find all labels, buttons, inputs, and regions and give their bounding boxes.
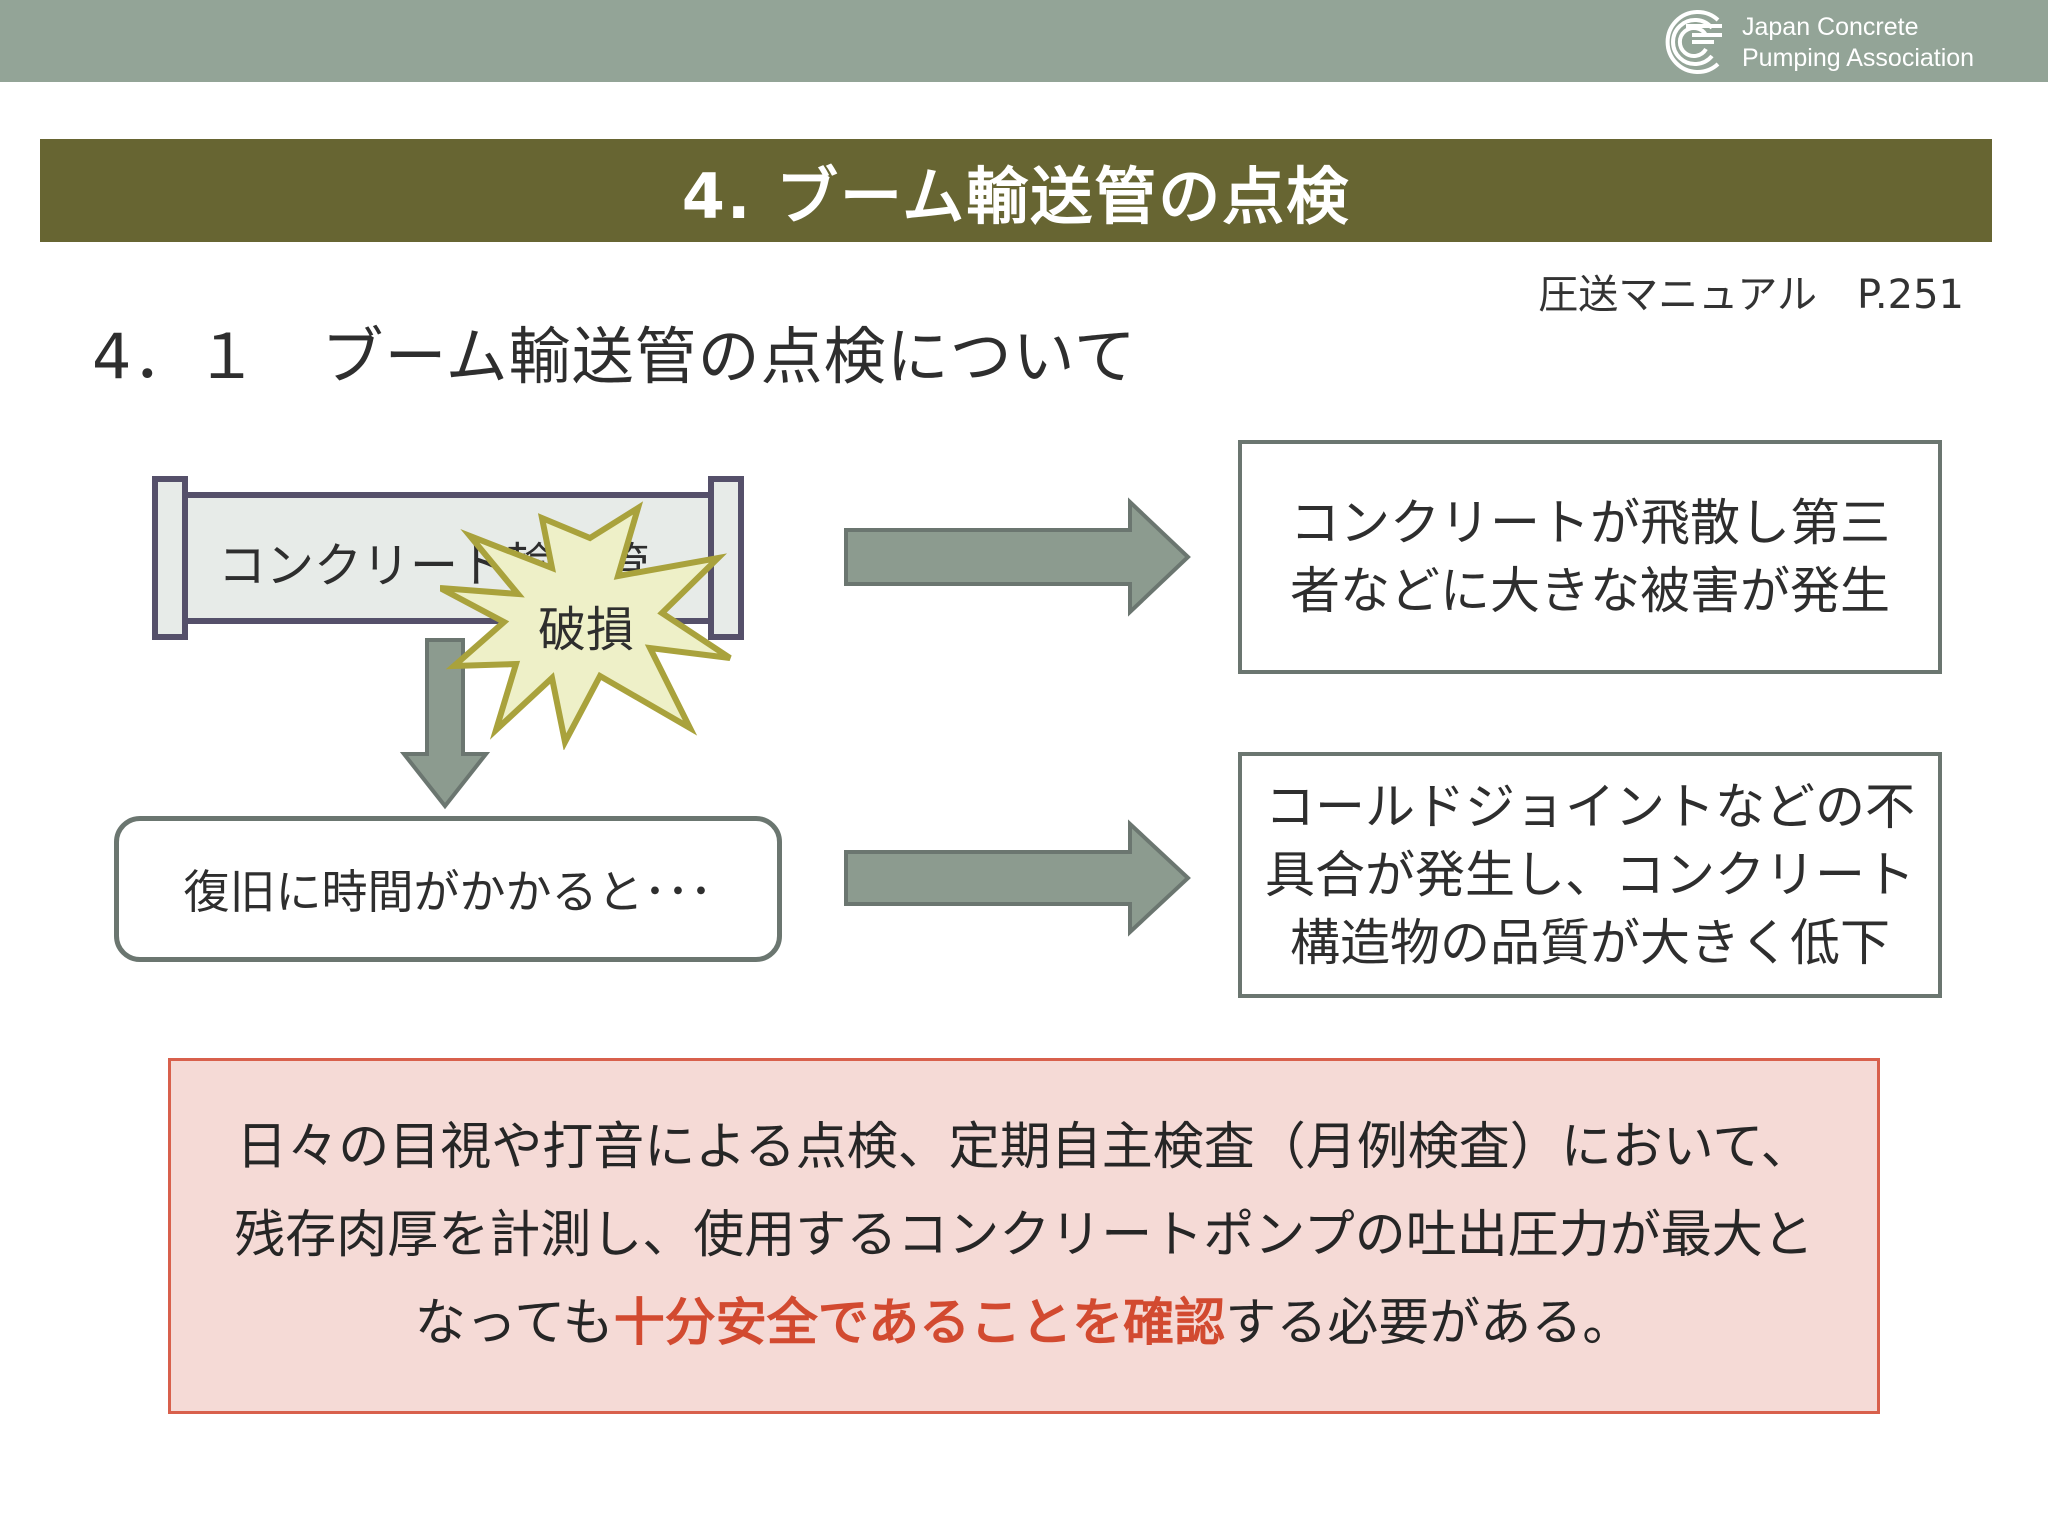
conclusion-line1: 日々の目視や打音による点検、定期自主検査（月例検査）において、 <box>236 1118 1812 1177</box>
result-quality-line1: コールドジョイントなどの不 <box>1265 778 1915 836</box>
association-logo-icon <box>1665 10 1722 74</box>
burst-label: 破損 <box>538 602 635 658</box>
manual-reference: 圧送マニュアル P.251 <box>1538 272 1964 318</box>
result-damage-line2: 者などに大きな被害が発生 <box>1290 562 1890 620</box>
organization-name-line1: Japan Concrete <box>1742 13 1919 41</box>
pipe-flange-left <box>152 476 188 640</box>
top-banner: Japan Concrete Pumping Association <box>0 0 2048 82</box>
burst-icon <box>440 501 732 750</box>
arrow-right-top <box>844 497 1191 617</box>
section-subtitle: 4．１ ブーム輸送管の点検について <box>92 320 1137 393</box>
title-bar: 4. ブーム輸送管の点検 <box>40 139 1992 242</box>
slide-title: 4. ブーム輸送管の点検 <box>681 159 1351 233</box>
arrow-right-bottom <box>844 819 1191 937</box>
result-text-quality: コールドジョイントなどの不 具合が発生し、コンクリート 構造物の品質が大きく低下 <box>1265 773 1915 977</box>
conclusion-emphasis: 十分安全であることを確認 <box>613 1294 1226 1353</box>
conclusion-line2: 残存肉厚を計測し、使用するコンクリートポンプの吐出圧力が最大と <box>234 1206 1814 1265</box>
result-text-damage: コンクリートが飛散し第三 者などに大きな被害が発生 <box>1290 489 1890 625</box>
recovery-label: 復旧に時間がかかると･･･ <box>183 865 713 919</box>
organization-name-line2: Pumping Association <box>1742 44 1975 72</box>
conclusion-box: 日々の目視や打音による点検、定期自主検査（月例検査）において、 残存肉厚を計測し… <box>168 1058 1880 1414</box>
conclusion-line3-before: なっても <box>414 1294 614 1353</box>
conclusion-line3-after: する必要がある。 <box>1225 1294 1634 1353</box>
result-quality-line3: 構造物の品質が大きく低下 <box>1290 914 1890 972</box>
conclusion-text: 日々の目視や打音による点検、定期自主検査（月例検査）において、 残存肉厚を計測し… <box>234 1104 1813 1368</box>
organization-name: Japan Concrete Pumping Association <box>1742 12 1974 74</box>
recovery-box: 復旧に時間がかかると･･･ <box>114 816 782 962</box>
result-box-damage: コンクリートが飛散し第三 者などに大きな被害が発生 <box>1238 440 1942 674</box>
result-box-quality: コールドジョイントなどの不 具合が発生し、コンクリート 構造物の品質が大きく低下 <box>1238 752 1942 998</box>
result-damage-line1: コンクリートが飛散し第三 <box>1290 494 1890 552</box>
result-quality-line2: 具合が発生し、コンクリート <box>1265 846 1915 904</box>
